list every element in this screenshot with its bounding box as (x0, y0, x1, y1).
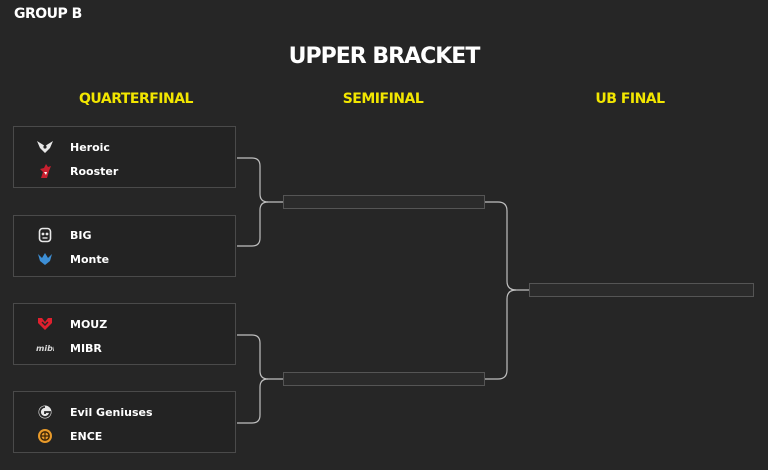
team-name: BIG (70, 228, 92, 242)
connector-sf1-final (485, 201, 529, 291)
semifinal-slot-1[interactable] (283, 195, 485, 209)
team-name: Heroic (70, 140, 110, 154)
ub-final-slot[interactable] (529, 283, 754, 297)
team-row[interactable]: MOUZ (36, 314, 107, 334)
team-name: MOUZ (70, 317, 108, 331)
team-row[interactable]: ENCE (36, 426, 102, 446)
mouz-logo-icon (36, 315, 54, 333)
match-qf-1[interactable]: Heroic Rooster (13, 126, 236, 188)
connector-sf2-final (485, 289, 517, 380)
heroic-logo-icon (36, 138, 54, 156)
mibr-logo-icon: mibr (36, 339, 54, 357)
semifinal-slot-2[interactable] (283, 372, 485, 386)
team-row[interactable]: BIG (36, 225, 92, 245)
team-name: ENCE (70, 429, 103, 443)
round-label-ub-final: UB FINAL (595, 91, 665, 107)
team-name: Monte (70, 252, 110, 266)
svg-text:mibr: mibr (36, 344, 54, 353)
ence-logo-icon (36, 427, 54, 445)
round-label-quarterfinal: QUARTERFINAL (79, 91, 193, 107)
team-name: Evil Geniuses (70, 405, 153, 419)
team-row[interactable]: Monte (36, 249, 109, 269)
evil-geniuses-logo-icon (36, 403, 54, 421)
match-qf-3[interactable]: MOUZ mibr MIBR (13, 303, 236, 365)
round-label-semifinal: SEMIFINAL (342, 91, 424, 107)
team-row[interactable]: Heroic (36, 137, 110, 157)
connector-qf4-sf2 (237, 378, 269, 424)
big-logo-icon (36, 226, 54, 244)
group-label: GROUP B (14, 6, 82, 22)
connector-qf3-sf2 (237, 334, 283, 380)
connector-qf2-sf1 (237, 201, 269, 247)
team-row[interactable]: Rooster (36, 161, 118, 181)
rooster-logo-icon (36, 162, 54, 180)
bracket-title: UPPER BRACKET (288, 44, 481, 69)
team-name: Rooster (70, 164, 119, 178)
monte-logo-icon (36, 250, 54, 268)
team-name: MIBR (70, 341, 102, 355)
team-row[interactable]: Evil Geniuses (36, 402, 153, 422)
connector-qf1-sf1 (237, 157, 283, 203)
match-qf-4[interactable]: Evil Geniuses ENCE (13, 391, 236, 453)
match-qf-2[interactable]: BIG Monte (13, 215, 236, 277)
team-row[interactable]: mibr MIBR (36, 338, 102, 358)
